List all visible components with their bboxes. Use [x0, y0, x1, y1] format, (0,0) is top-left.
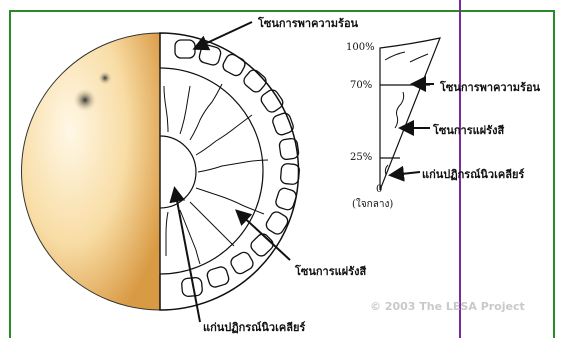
label-radiation-zone-bottom: โซนการแผ่รังสี [295, 262, 366, 280]
pointer-convection-top [196, 22, 252, 48]
sunspot [98, 71, 112, 85]
label-convection-zone-right: โซนการพาความร้อน [440, 78, 540, 96]
label-radiation-zone-inset: โซนการแผ่รังสี [433, 121, 504, 139]
label-core-bottom: แก่นปฏิกรณ์นิวเคลียร์ [203, 318, 305, 336]
copyright-credit: © 2003 The LESA Project [370, 300, 525, 313]
scale-0: 0 [376, 184, 382, 195]
scale-70: 70% [350, 80, 372, 91]
sun-cutaway [160, 33, 299, 310]
label-convection-zone-top: โซนการพาความร้อน [258, 14, 358, 32]
sun-sphere [22, 33, 161, 310]
pointer-core-inset [392, 172, 420, 175]
scale-100: 100% [346, 42, 375, 53]
scale-center: (ใจกลาง) [352, 197, 393, 212]
scale-25: 25% [350, 152, 372, 163]
sunspot [73, 88, 97, 112]
label-core-inset: แก่นปฏิกรณ์นิวเคลียร์ [422, 165, 524, 183]
